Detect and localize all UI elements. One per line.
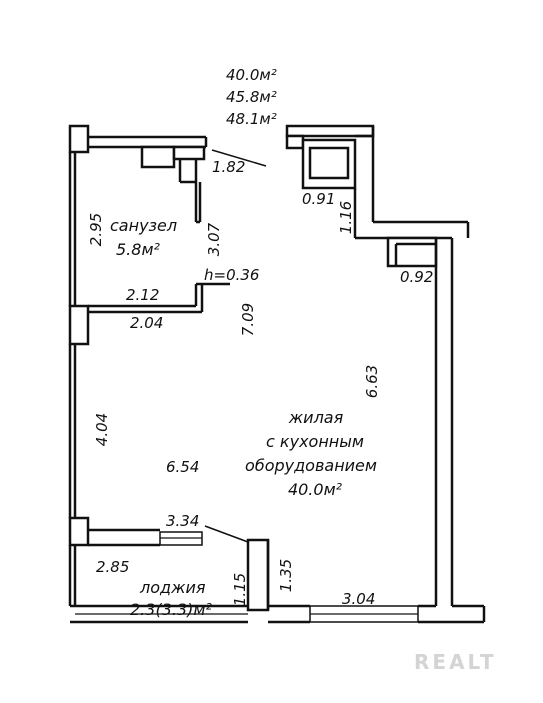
loggia-area: 2.3(3.3)м² <box>130 600 212 619</box>
dim-h-0-36: h=0.36 <box>204 266 260 284</box>
loggia-name: лоджия <box>140 578 206 597</box>
dim-3-34: 3.34 <box>166 512 200 530</box>
dim-3-07: 3.07 <box>205 222 224 257</box>
living-room-line-3: оборудованием <box>245 456 377 475</box>
loggia-wall <box>246 538 270 612</box>
left-wall <box>68 124 90 606</box>
loggia-divider <box>88 528 203 547</box>
right-wall <box>434 238 454 606</box>
dim-0-92: 0.92 <box>400 268 434 286</box>
dim-2-85: 2.85 <box>96 558 130 576</box>
dim-4-04: 4.04 <box>93 412 112 447</box>
bathroom-top-wall <box>88 135 208 149</box>
living-room-line-1: жилая <box>288 408 344 427</box>
total-area: 45.8м² <box>226 88 277 106</box>
bathroom-area: 5.8м² <box>116 240 160 259</box>
dim-6-63: 6.63 <box>363 364 382 399</box>
total-area-with-loggia: 48.1м² <box>226 110 277 128</box>
dim-2-04: 2.04 <box>130 314 164 332</box>
dim-1-15: 1.15 <box>231 572 250 607</box>
bathroom-name: санузел <box>110 216 178 235</box>
bathroom-partition <box>88 282 230 314</box>
dim-2-12: 2.12 <box>126 286 160 304</box>
dim-1-35: 1.35 <box>277 558 296 593</box>
dim-2-95: 2.95 <box>87 212 106 247</box>
dim-1-16: 1.16 <box>337 200 356 235</box>
dim-7-09: 7.09 <box>239 302 258 337</box>
bottom-wall <box>70 604 486 624</box>
watermark-logo: REALT <box>414 650 497 674</box>
dim-3-04: 3.04 <box>342 590 376 608</box>
living-room-line-2: с кухонным <box>266 432 364 451</box>
living-area-total: 40.0м² <box>226 66 277 84</box>
dim-1-82: 1.82 <box>212 158 246 176</box>
dim-0-91: 0.91 <box>302 190 336 208</box>
small-shaft <box>386 236 438 268</box>
ventilation-shaft <box>285 124 470 240</box>
living-room-area: 40.0м² <box>287 480 343 499</box>
dim-6-54: 6.54 <box>166 458 200 476</box>
bathroom-fixtures <box>140 145 206 224</box>
